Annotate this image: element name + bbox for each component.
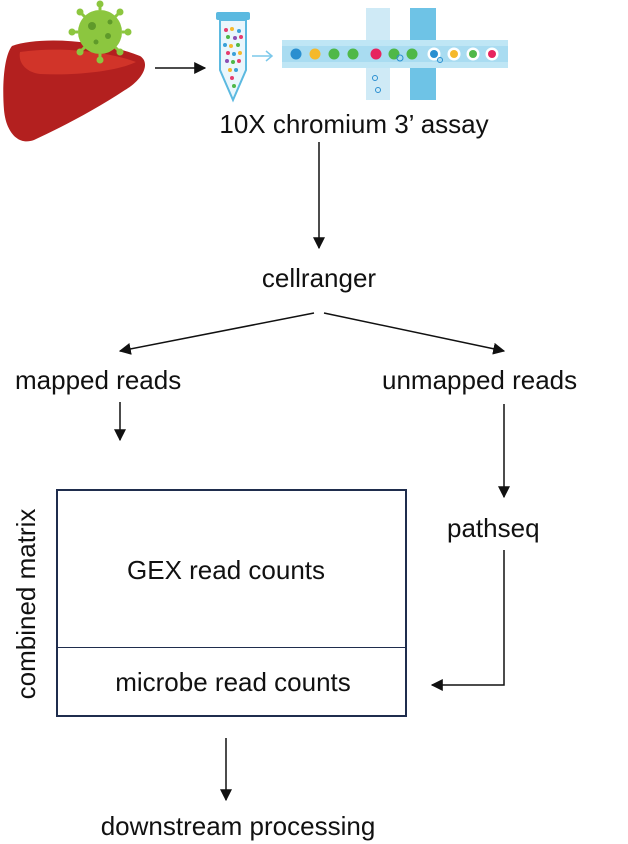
assay-label: 10X chromium 3’ assay (219, 109, 489, 139)
unmapped-reads-label: unmapped reads (382, 365, 578, 395)
arrow-cellranger-to-unmapped (323, 312, 506, 355)
mapped-reads-label: mapped reads (15, 365, 182, 395)
matrix-divider (58, 647, 405, 648)
arrow-cellranger-to-mapped (118, 312, 315, 355)
gex-read-counts-label: GEX read counts (127, 555, 325, 585)
liver-icon (3, 40, 145, 142)
microfluidic-chip-icon (282, 8, 508, 100)
combined-matrix-box (56, 489, 407, 717)
downstream-processing-label: downstream processing (100, 811, 376, 841)
combined-matrix-label: combined matrix (11, 508, 41, 700)
microbe-read-counts-label: microbe read counts (115, 667, 351, 697)
cellranger-label: cellranger (261, 263, 377, 293)
tube-icon (216, 12, 250, 103)
arrow-pathseq-to-microbe (430, 550, 505, 691)
virus-icon (68, 0, 132, 64)
pathseq-label: pathseq (447, 513, 540, 543)
